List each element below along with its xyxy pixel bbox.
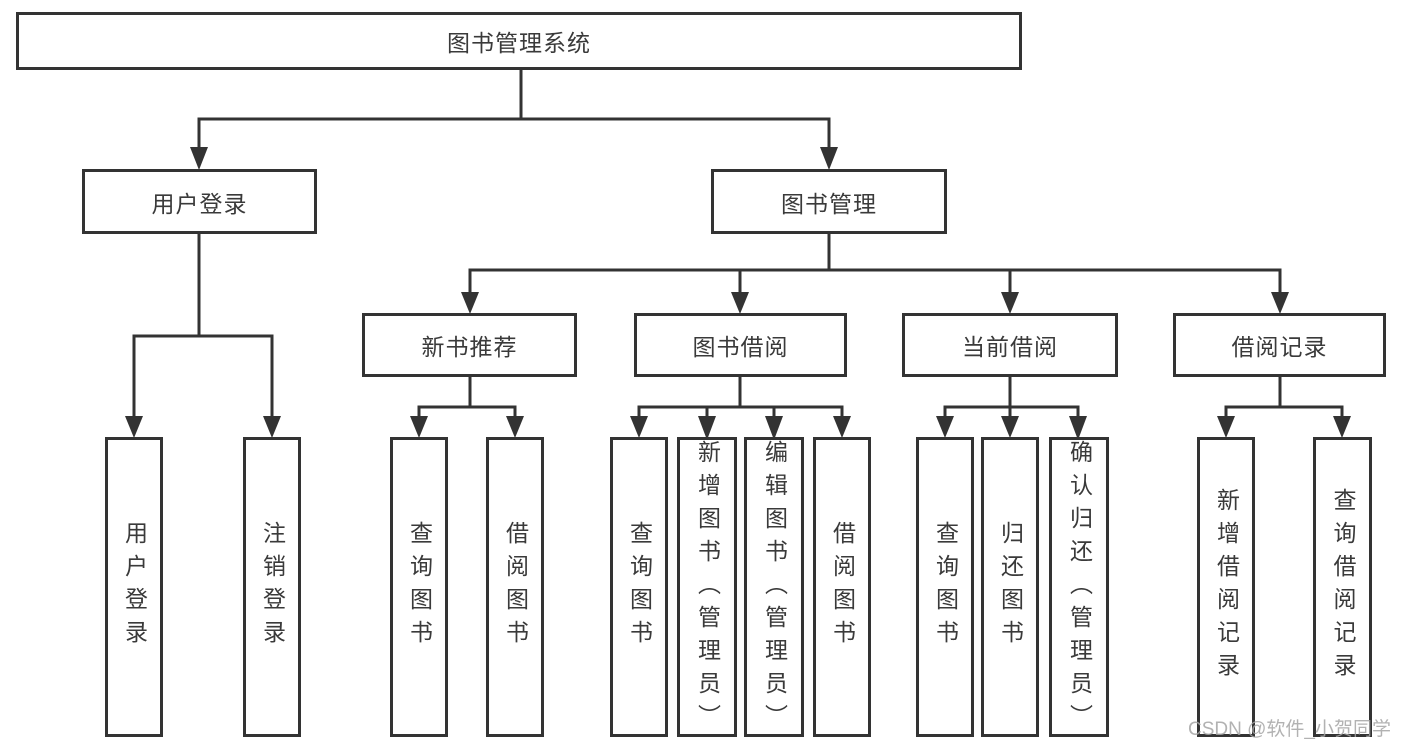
leaf-borrow-query-books: 查询图书: [610, 437, 668, 737]
node-label: 编辑图书（管理员）: [761, 440, 788, 737]
connector-mgmt-to-level3: [461, 233, 1289, 314]
node-label: 确认归还（管理员）: [1066, 440, 1093, 737]
node-label: 图书管理: [781, 190, 877, 217]
node-library-system: 图书管理系统: [16, 12, 1022, 70]
leaf-query-borrow-record: 查询借阅记录: [1313, 437, 1372, 737]
node-label: 用户登录: [121, 521, 148, 653]
node-label: 查询图书: [626, 521, 653, 653]
node-label: 当前借阅: [962, 334, 1058, 360]
connector-newbook-to-leaves: [410, 377, 524, 438]
node-label: 用户登录: [151, 190, 248, 217]
node-borrow-records: 借阅记录: [1173, 313, 1386, 377]
leaf-user-login: 用户登录: [105, 437, 163, 737]
node-book-borrow: 图书借阅: [634, 313, 847, 377]
node-label: 借阅图书: [829, 521, 856, 653]
connector-login-to-leaves: [125, 233, 281, 438]
leaf-add-books-admin: 新增图书（管理员）: [677, 437, 737, 737]
connector-root-to-level2: [190, 70, 838, 170]
leaf-borrow-books: 借阅图书: [813, 437, 871, 737]
node-user-login-group: 用户登录: [82, 169, 317, 234]
node-label: 借阅记录: [1231, 334, 1328, 360]
leaf-recommend-query-books: 查询图书: [390, 437, 448, 737]
node-label: 注销登录: [259, 521, 286, 653]
node-current-borrow: 当前借阅: [902, 313, 1118, 377]
node-book-management: 图书管理: [711, 169, 947, 234]
node-label: 新增图书（管理员）: [694, 440, 721, 737]
leaf-recommend-borrow-books: 借阅图书: [486, 437, 544, 737]
connector-records-to-leaves: [1217, 377, 1351, 438]
node-label: 新增借阅记录: [1213, 488, 1240, 686]
node-label: 新书推荐: [421, 334, 518, 360]
node-label: 查询图书: [932, 521, 959, 653]
leaf-add-borrow-record: 新增借阅记录: [1197, 437, 1255, 737]
leaf-current-query-books: 查询图书: [916, 437, 974, 737]
csdn-watermark: CSDN @软件_小贺同学: [1188, 719, 1391, 740]
connector-current-to-leaves: [936, 377, 1087, 440]
connector-borrow-to-leaves: [630, 377, 851, 440]
leaf-confirm-return-admin: 确认归还（管理员）: [1049, 437, 1109, 737]
node-label: 查询借阅记录: [1330, 488, 1356, 686]
node-label: 归还图书: [997, 521, 1024, 653]
node-label: 图书管理系统: [447, 30, 591, 56]
node-label: 借阅图书: [502, 521, 529, 653]
node-label: 图书借阅: [692, 334, 789, 360]
node-new-book-recommend: 新书推荐: [362, 313, 577, 377]
leaf-logout: 注销登录: [243, 437, 301, 737]
node-label: 查询图书: [406, 521, 433, 653]
leaf-edit-books-admin: 编辑图书（管理员）: [744, 437, 804, 737]
leaf-return-books: 归还图书: [981, 437, 1039, 737]
